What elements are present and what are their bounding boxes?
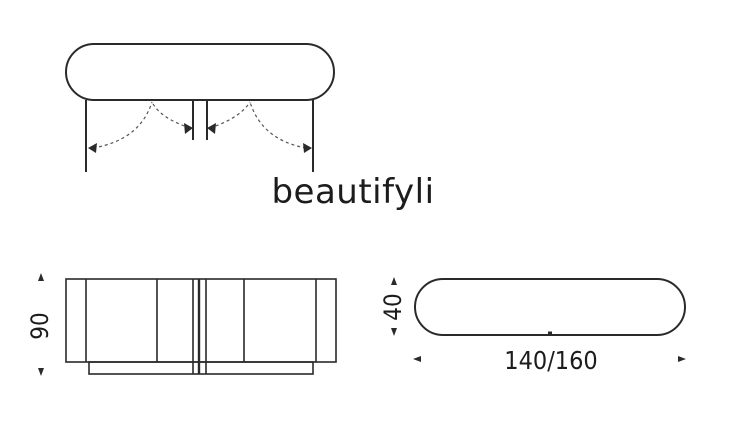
plan-top-outline: [65, 43, 335, 101]
depth-arrow-bottom: [391, 328, 397, 336]
height-dimension: 90: [26, 273, 54, 376]
height-arrow-top: [38, 273, 44, 281]
door-swing-arrows: [88, 123, 312, 153]
top-plan-view: [65, 43, 335, 172]
front-outer: [65, 278, 337, 363]
width-dimension: 140/160: [413, 346, 686, 375]
front-plinth: [88, 361, 314, 375]
watermark-text: beautifyli: [271, 172, 435, 212]
front-elevation: [65, 278, 337, 375]
depth-dimension: 40: [379, 277, 407, 336]
width-label: 140/160: [504, 346, 597, 375]
width-arrow-right: [678, 356, 686, 362]
width-arrow-left: [413, 356, 421, 362]
side-outline: [414, 278, 686, 336]
height-label: 90: [26, 312, 54, 339]
side-plan-view: [414, 278, 686, 336]
height-arrow-bottom: [38, 368, 44, 376]
depth-label: 40: [379, 293, 407, 320]
depth-arrow-top: [391, 277, 397, 285]
door-swing-arcs: [92, 101, 307, 149]
